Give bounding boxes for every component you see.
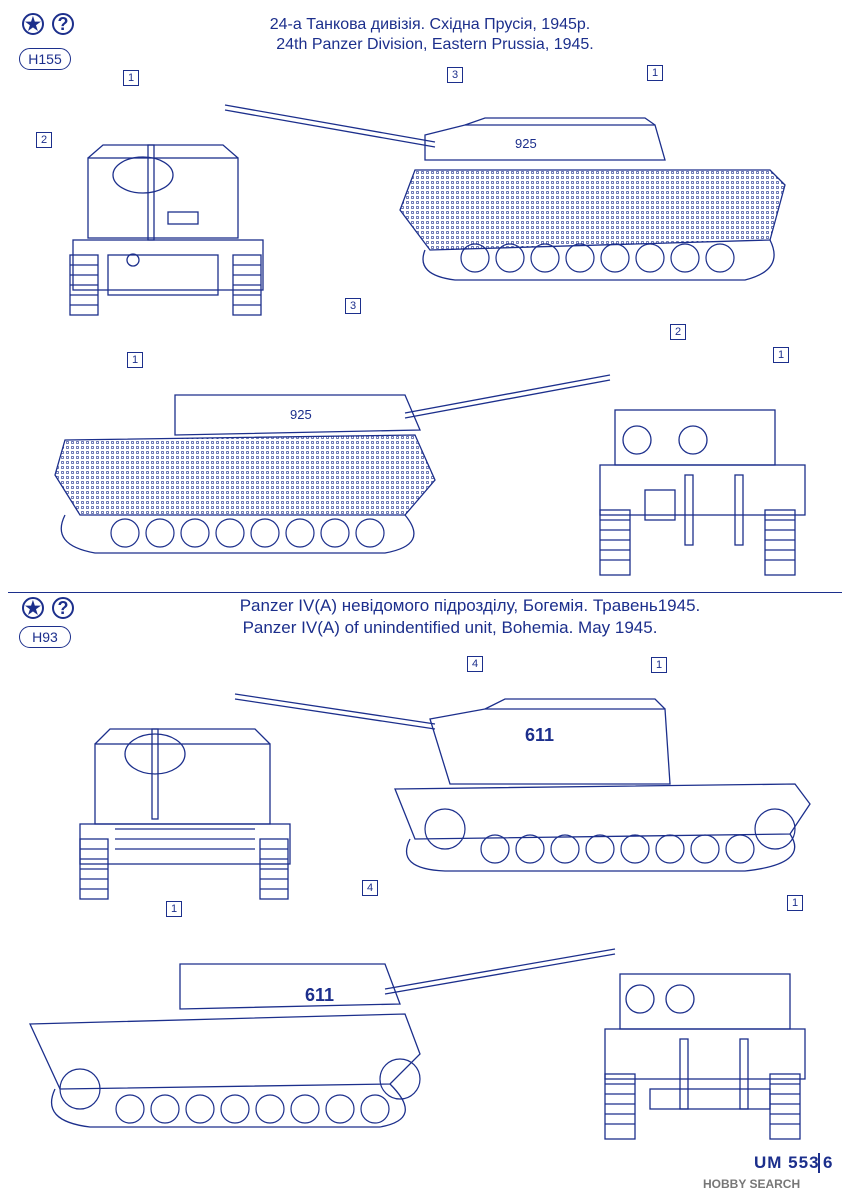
hull-number-611: 611	[525, 725, 554, 745]
hull-number-925-right: 925	[290, 407, 312, 422]
scheme-title-en: Panzer IV(A) of unindentified unit, Bohe…	[242, 618, 658, 637]
callout-1: 1	[787, 895, 803, 911]
callout-2: 2	[670, 324, 686, 340]
hull-number-925: 925	[515, 136, 537, 151]
callout-4: 4	[362, 880, 378, 896]
page-number: 6	[818, 1153, 832, 1173]
scheme-section-h93: ★ ? H93 Panzer IV(A) невідомого підрозді…	[0, 594, 850, 1164]
callout-1: 1	[651, 657, 667, 673]
star-glyph: ★	[24, 597, 42, 618]
kit-number: UM 553	[754, 1153, 820, 1172]
scheme-code-badge: H93	[19, 626, 71, 648]
scheme-code-badge: H155	[19, 48, 71, 70]
side-view-right-1: 925	[54, 374, 611, 554]
callout-1: 1	[127, 352, 143, 368]
side-view-left-1: 925	[224, 104, 786, 281]
scheme-code: H93	[32, 629, 58, 645]
callout-1: 1	[123, 70, 139, 86]
scheme-title-en: 24th Panzer Division, Eastern Prussia, 1…	[276, 36, 594, 53]
scheme-code: H155	[28, 51, 62, 67]
callout-3: 3	[447, 67, 463, 83]
section-divider	[8, 592, 842, 593]
callout-1: 1	[166, 901, 182, 917]
callout-3: 3	[345, 298, 361, 314]
question-icon: ?	[52, 13, 74, 35]
callout-1: 1	[647, 65, 663, 81]
rear-view-2	[604, 973, 806, 1140]
scheme-title-uk: 24-а Танкова дивізія. Східна Прусія, 194…	[269, 16, 591, 33]
watermark: HOBBY SEARCH	[703, 1177, 801, 1191]
scheme-section-h155: ★ ? H155 24-а Танкова дивізія. Східна Пр…	[0, 0, 850, 592]
front-view-2	[79, 728, 291, 900]
question-icon: ?	[52, 597, 74, 619]
rear-view-1	[599, 409, 806, 576]
star-icon: ★	[22, 13, 44, 35]
side-view-left-2: 611	[234, 693, 811, 872]
question-glyph: ?	[57, 597, 69, 618]
scheme-title-uk: Panzer IV(A) невідомого підрозділу, Боге…	[239, 596, 701, 615]
callout-1: 1	[773, 347, 789, 363]
side-view-right-2: 611	[28, 948, 616, 1128]
callout-4: 4	[467, 656, 483, 672]
question-glyph: ?	[57, 13, 69, 34]
star-icon: ★	[22, 597, 44, 619]
hull-number-611-right: 611	[305, 985, 334, 1005]
star-glyph: ★	[24, 13, 42, 34]
callout-2: 2	[36, 132, 52, 148]
front-view-1	[69, 144, 264, 316]
